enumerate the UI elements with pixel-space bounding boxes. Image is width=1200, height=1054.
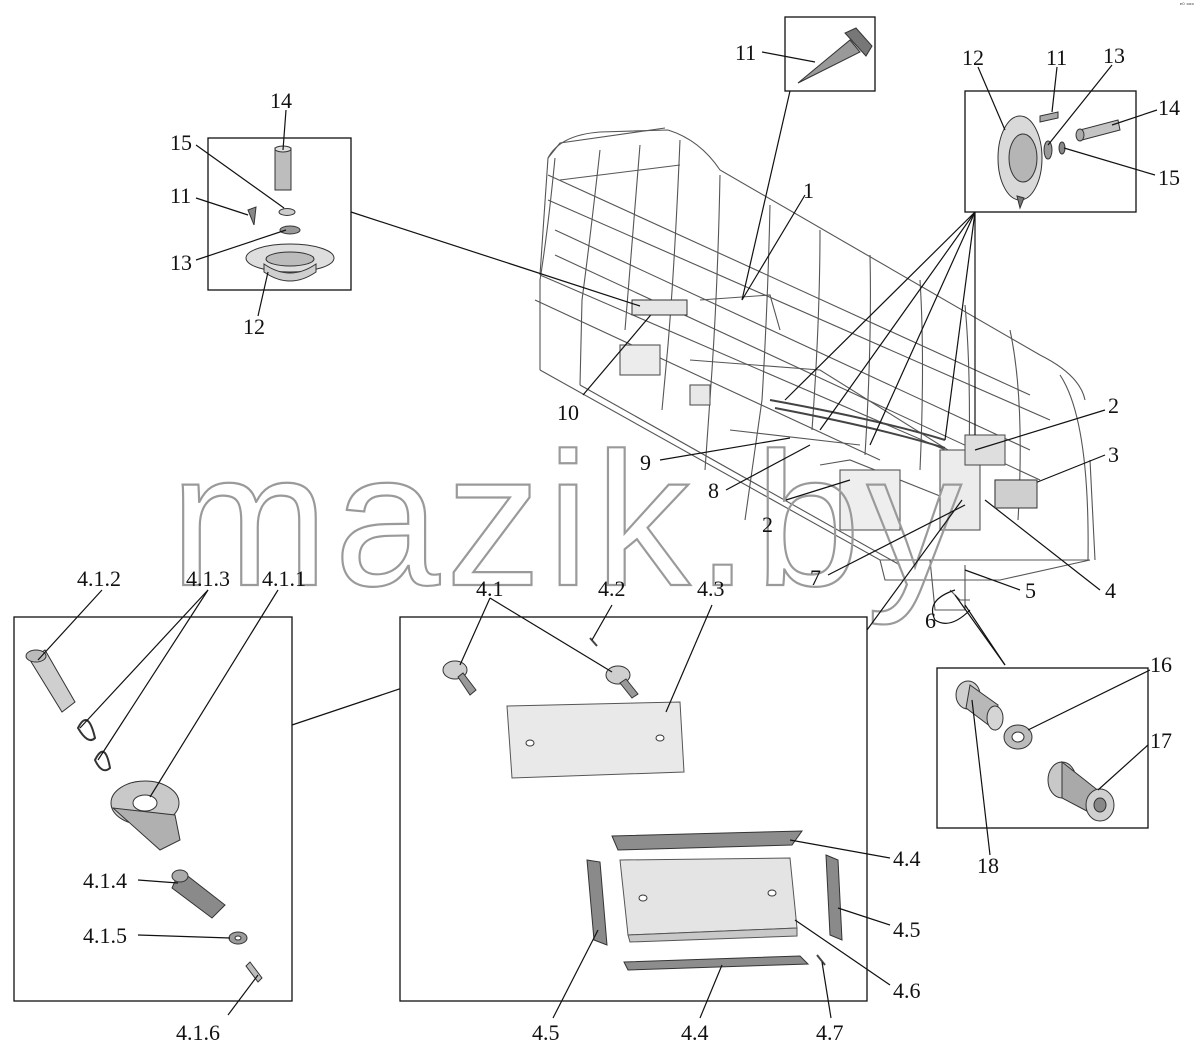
label-18: 18: [977, 853, 999, 878]
label-2-left: 2: [762, 512, 773, 537]
label-13-right: 13: [1103, 43, 1125, 68]
label-4-1-6: 4.1.6: [176, 1020, 220, 1045]
label-8: 8: [708, 478, 719, 503]
label-9: 9: [640, 450, 651, 475]
detail-lock-assembly: 4.1.2 4.1.3 4.1.1 4.1.4 4.1.5 4.1.6: [13, 566, 451, 1045]
label-4-1-5: 4.1.5: [83, 923, 127, 948]
label-15-right: 15: [1158, 165, 1180, 190]
detail-roller: 16 17 18: [936, 594, 1172, 878]
label-4-4-top: 4.4: [893, 846, 921, 871]
detail-plate-assembly: 4.1 4.2 4.3 4.4 4.5 4.6 4.5 4.4 4.7: [399, 499, 963, 1045]
label-12-right: 12: [962, 45, 984, 70]
label-7: 7: [810, 565, 821, 590]
label-4-7: 4.7: [816, 1020, 844, 1045]
label-16: 16: [1150, 652, 1172, 677]
label-2-right: 2: [1108, 393, 1119, 418]
label-5: 5: [1025, 578, 1036, 603]
label-4-3: 4.3: [697, 576, 725, 601]
label-6: 6: [925, 608, 936, 633]
label-14-right: 14: [1158, 95, 1180, 120]
label-14-left: 14: [270, 88, 292, 113]
label-4-1-1: 4.1.1: [262, 566, 306, 591]
watermark: mazik.by: [170, 414, 968, 626]
label-11-top: 11: [735, 40, 756, 65]
label-11-right: 11: [1046, 45, 1067, 70]
corner-mark: ᵉ⁰ ᵒᵒᵒ: [1179, 2, 1194, 9]
label-4-1: 4.1: [476, 576, 504, 601]
label-4-1-3: 4.1.3: [186, 566, 230, 591]
main-labels: 1 2 2 3 4 5 6 7 8 9 10: [557, 178, 1119, 633]
detail-mount-right: 12 11 13 14 15: [784, 43, 1180, 446]
label-12-left: 12: [243, 314, 265, 339]
label-1: 1: [803, 178, 814, 203]
label-4: 4: [1105, 578, 1116, 603]
label-4-2: 4.2: [598, 576, 626, 601]
label-4-5-left: 4.5: [532, 1020, 560, 1045]
label-10: 10: [557, 400, 579, 425]
label-17: 17: [1150, 728, 1172, 753]
label-3: 3: [1108, 442, 1119, 467]
label-4-5-right: 4.5: [893, 917, 921, 942]
detail-screw-11: 11: [735, 16, 876, 301]
label-4-4-bottom: 4.4: [681, 1020, 709, 1045]
label-15-left: 15: [170, 130, 192, 155]
detail-mount-left: 14 15 11 13 12: [170, 88, 641, 339]
label-4-1-2: 4.1.2: [77, 566, 121, 591]
label-13-left: 13: [170, 250, 192, 275]
label-4-6: 4.6: [893, 978, 921, 1003]
label-4-1-4: 4.1.4: [83, 868, 127, 893]
label-11-left: 11: [170, 183, 191, 208]
